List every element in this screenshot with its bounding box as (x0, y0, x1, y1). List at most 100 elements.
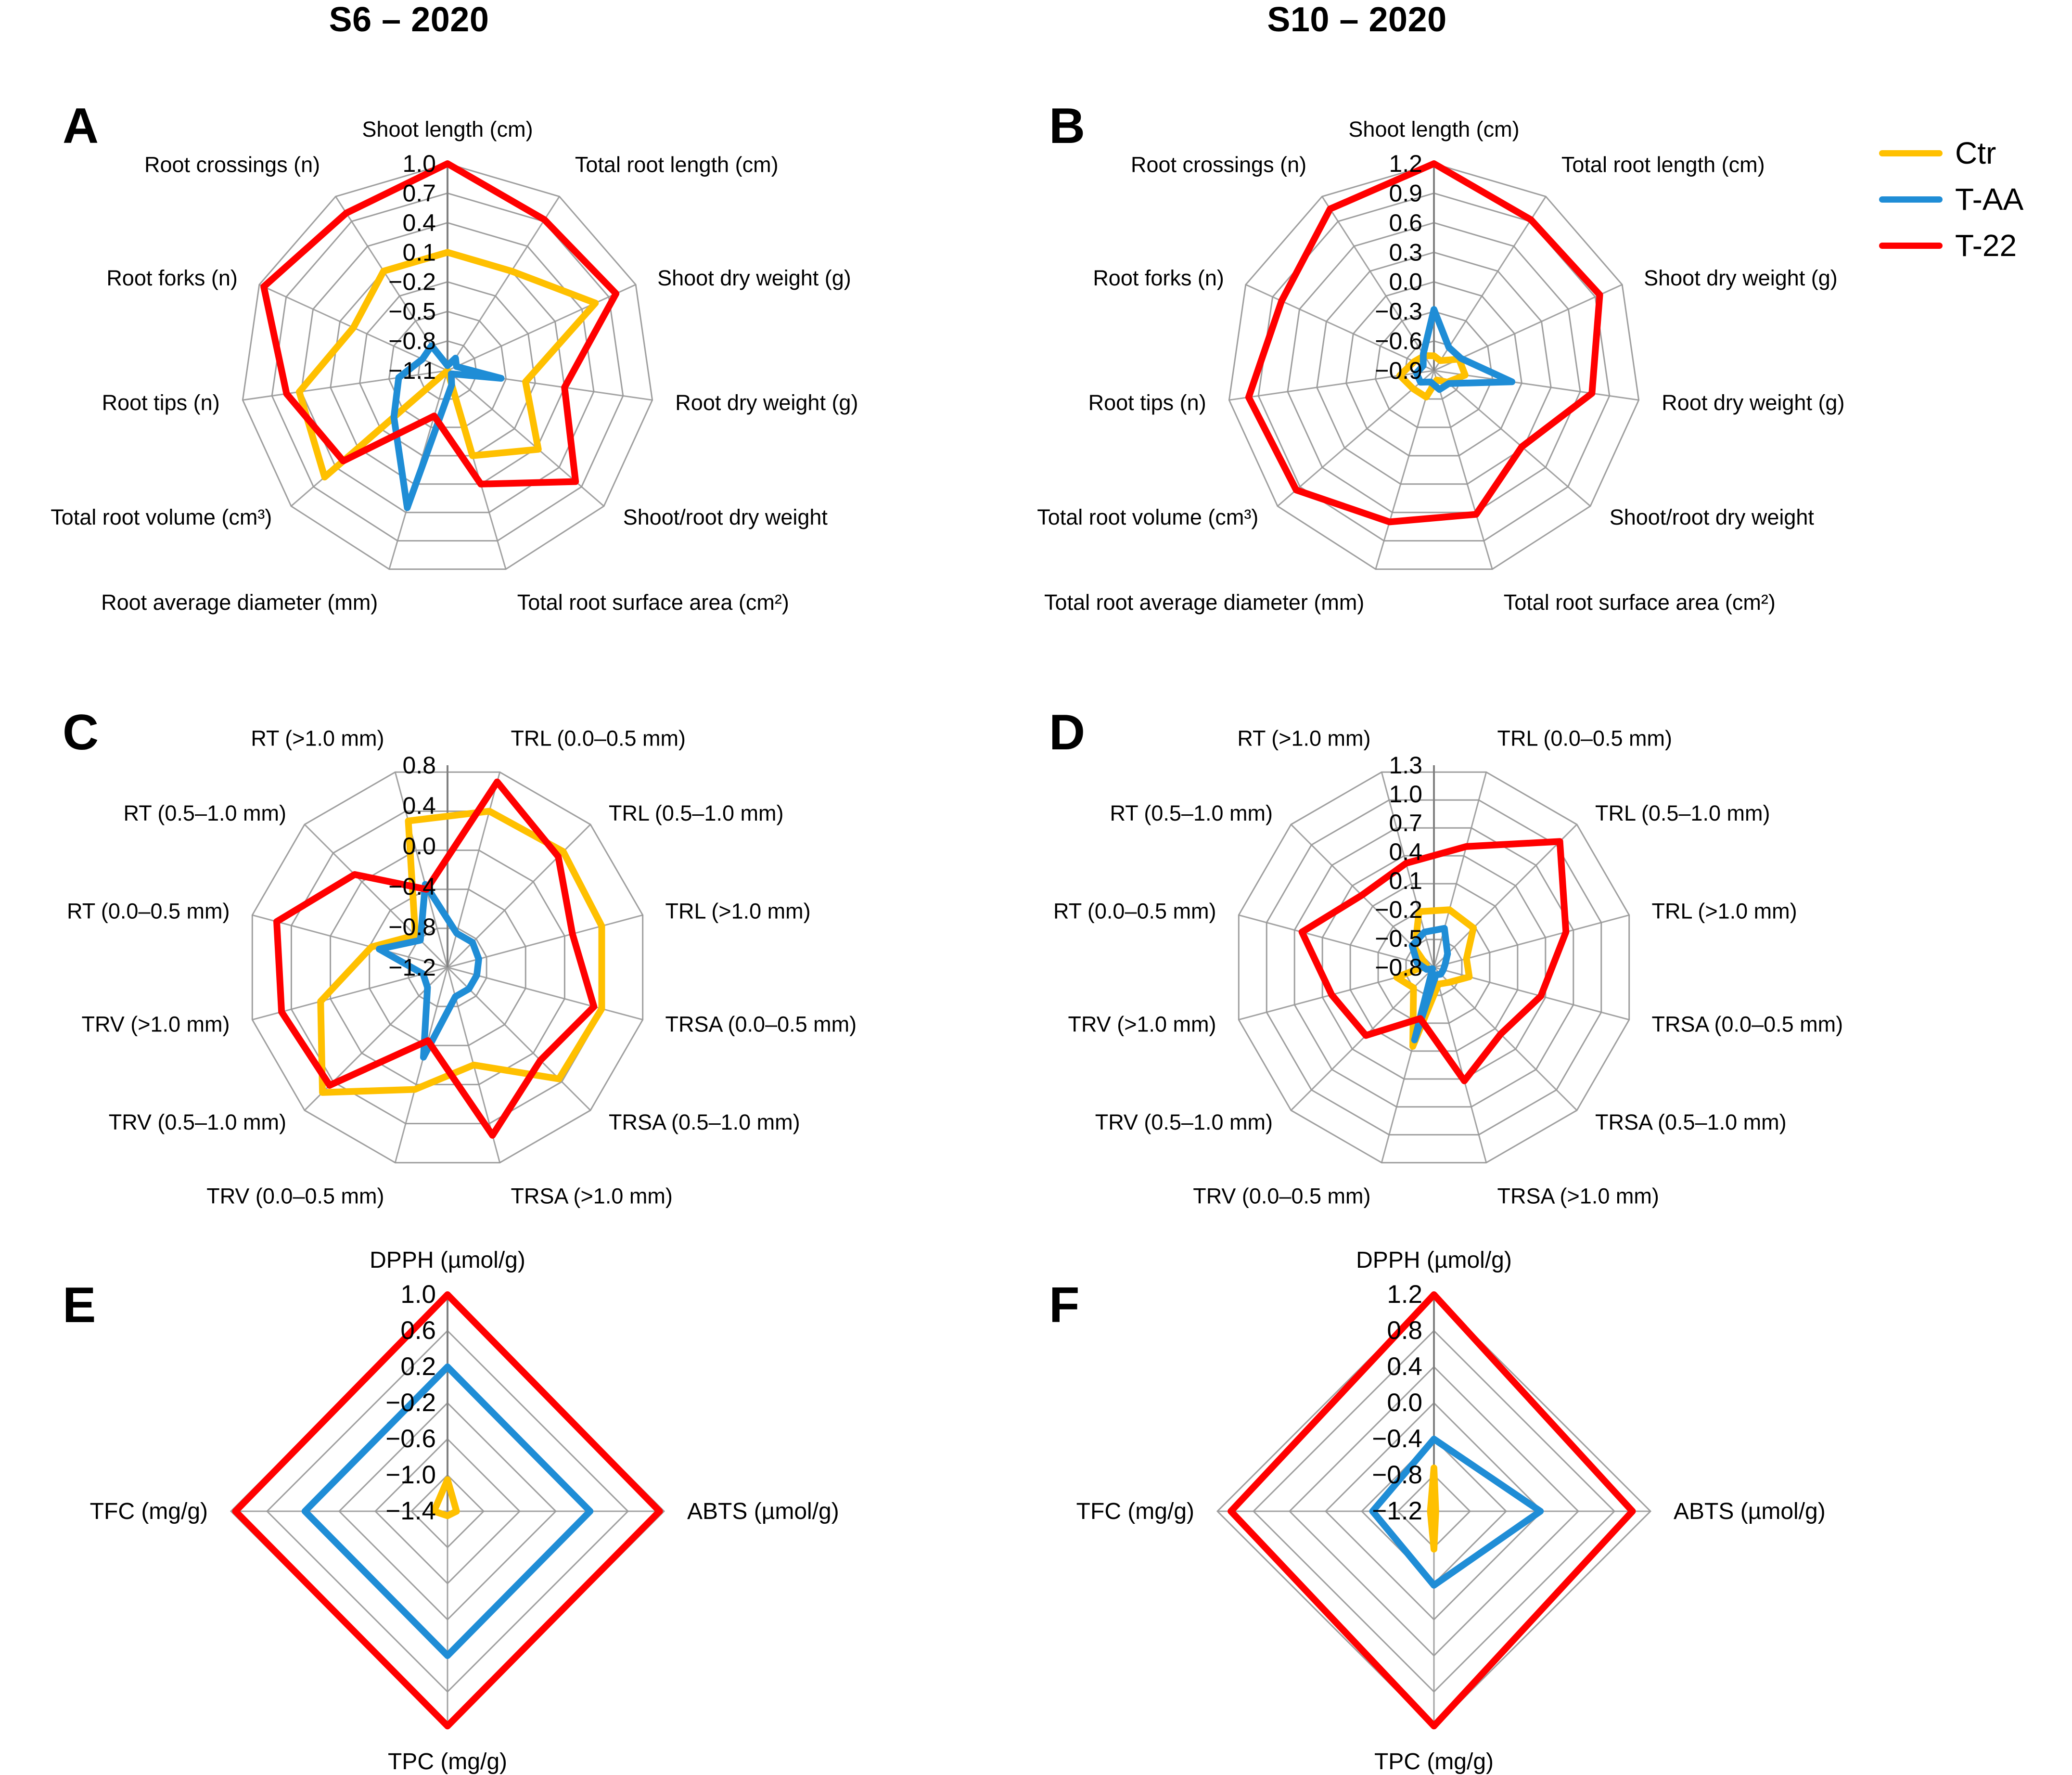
panel-letter-e: E (63, 1277, 96, 1333)
series-ctr-b (1396, 352, 1469, 401)
axis-labels-f: DPPH (µmol/g)ABTS (µmol/g)TPC (mg/g)TFC … (1076, 1248, 1826, 1775)
axis-label: Root crossings (n) (144, 153, 320, 177)
legend: Ctr T-AA T-22 (1879, 130, 2072, 269)
panel-letter-d: D (1049, 705, 1086, 760)
tick-label: −0.8 (388, 913, 436, 940)
series-t-22-b (1245, 160, 1603, 526)
tick-labels-b: 1.20.90.60.30.0−0.3−0.6−0.9 (1375, 150, 1422, 384)
axis-label: RT (0.0–0.5 mm) (67, 899, 230, 924)
axis-label: Total root volume (cm³) (51, 505, 272, 529)
series-t-aa-b (1413, 306, 1516, 393)
axis-label: Total root surface area (cm²) (1504, 590, 1776, 615)
tick-label: −1.0 (385, 1461, 436, 1489)
legend-label-t-aa: T-AA (1955, 182, 2024, 217)
tick-label: 0.0 (402, 833, 436, 860)
axis-labels-d: TRL (0.0–0.5 mm)TRL (0.5–1.0 mm)TRL (>1.… (1053, 726, 1843, 1209)
legend-swatch-t-22 (1879, 242, 1943, 249)
tick-label: 1.0 (1389, 781, 1422, 808)
tick-label: 1.2 (1387, 1280, 1422, 1309)
column-title-s6: S6 – 2020 (329, 0, 489, 39)
axis-label: TRV (0.0–0.5 mm) (1193, 1184, 1370, 1209)
legend-swatch-ctr (1879, 150, 1943, 156)
tick-label: 0.1 (1389, 867, 1422, 894)
tick-label: −0.5 (388, 298, 436, 325)
tick-label: 0.0 (1389, 269, 1422, 296)
series-ctr-f (1427, 1465, 1439, 1553)
axis-label: Shoot length (cm) (362, 117, 533, 141)
axis-label: ABTS (µmol/g) (687, 1499, 839, 1524)
axis-label: TRSA (0.5–1.0 mm) (609, 1110, 800, 1134)
axis-label: RT (0.0–0.5 mm) (1053, 899, 1216, 924)
axis-label: RT (>1.0 mm) (1237, 726, 1370, 751)
axis-label: ABTS (µmol/g) (1674, 1499, 1826, 1524)
axis-label: Shoot dry weight (g) (657, 266, 851, 290)
tick-label: 0.3 (1389, 239, 1422, 266)
panel-letter-b: B (1049, 98, 1086, 154)
axis-label: Root dry weight (g) (1662, 390, 1844, 415)
tick-label: −0.3 (1375, 298, 1422, 325)
tick-labels-a: 1.00.70.40.1−0.2−0.5−0.8−1.1 (388, 150, 436, 384)
series-t-22-d (1298, 838, 1570, 1084)
tick-labels-d: 1.31.00.70.40.1−0.2−0.5−0.8 (1375, 752, 1422, 981)
legend-item-t-aa[interactable]: T-AA (1879, 176, 2072, 222)
tick-label: 1.0 (402, 150, 436, 177)
axis-label: TRSA (0.0–0.5 mm) (665, 1012, 857, 1037)
tick-label: 1.0 (400, 1280, 436, 1309)
radar-svg-f: 1.20.80.40.0−0.4−0.8−1.2 DPPH (µmol/g) ABT… (1076, 1248, 1826, 1775)
axis-labels-a: Shoot length (cm)Total root length (cm)S… (51, 117, 858, 615)
axis-labels-b: Shoot length (cm) Total root length (cm) S… (1037, 117, 1844, 615)
axis-label: Root forks (n) (1093, 266, 1224, 290)
legend-item-ctr[interactable]: Ctr (1879, 130, 2072, 176)
column-title-s10: S10 – 2020 (1267, 0, 1447, 39)
tick-label: 0.4 (1389, 838, 1422, 865)
axis-label: TFC (mg/g) (90, 1499, 208, 1524)
series-t-aa-a (390, 342, 505, 511)
axis-label: Shoot/root dry weight (1610, 505, 1815, 529)
tick-label: −0.4 (388, 873, 436, 900)
panel-letter-f: F (1049, 1277, 1080, 1333)
axis-label: Root tips (n) (1088, 390, 1206, 415)
legend-item-t-22[interactable]: T-22 (1879, 222, 2072, 269)
series-ctr-e (430, 1476, 460, 1519)
series-t-aa-e (301, 1363, 594, 1659)
series-t-aa-d (1408, 925, 1451, 1043)
tick-label: 0.4 (402, 792, 436, 819)
axis-label: TRL (0.0–0.5 mm) (511, 726, 686, 751)
tick-label: −0.8 (1375, 954, 1422, 981)
tick-label: 0.8 (1387, 1316, 1422, 1345)
axis-label: TRL (0.0–0.5 mm) (1497, 726, 1672, 751)
axis-label: DPPH (µmol/g) (1356, 1248, 1512, 1273)
series-ctr-c (317, 808, 605, 1096)
panel-letter-c: C (63, 705, 99, 760)
axis-label: RT (0.5–1.0 mm) (124, 801, 286, 825)
series-t-aa-c (376, 881, 482, 1061)
tick-label: −0.8 (388, 328, 436, 355)
tick-label: 1.3 (1389, 752, 1422, 779)
axis-label: Shoot length (cm) (1348, 117, 1519, 141)
axis-label: Total root length (cm) (1561, 153, 1765, 177)
tick-label: 0.4 (402, 209, 436, 236)
axis-label: TRL (0.5–1.0 mm) (1595, 801, 1770, 825)
tick-labels-f: 1.20.80.40.0−0.4−0.8−1.2 (1372, 1280, 1422, 1525)
tick-labels-c: 0.80.40.0−0.4−0.8−1.2 (388, 752, 436, 981)
series-t-22-e (232, 1291, 663, 1730)
axis-label: TRV (>1.0 mm) (82, 1012, 230, 1037)
axis-label: Root average diameter (mm) (101, 590, 378, 615)
tick-label: 0.8 (402, 752, 436, 779)
axis-label: TRL (0.5–1.0 mm) (609, 801, 783, 825)
axis-label: TRSA (0.5–1.0 mm) (1595, 1110, 1787, 1134)
tick-label: −0.9 (1375, 357, 1422, 384)
axis-labels-e: DPPH (µmol/g)ABTS (µmol/g)TPC (mg/g)TFC … (90, 1248, 839, 1775)
axis-label: TPC (mg/g) (1374, 1749, 1494, 1775)
axis-label: TRV (0.5–1.0 mm) (109, 1110, 286, 1134)
axis-label: Root forks (n) (106, 266, 238, 290)
